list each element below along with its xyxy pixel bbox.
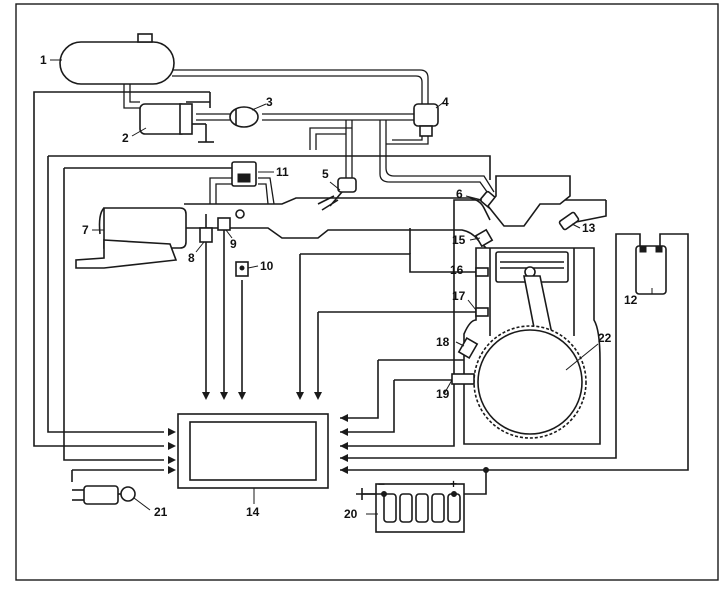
label-16: 16: [450, 263, 464, 277]
battery: − +: [361, 477, 465, 533]
diagnostic-connector: [72, 485, 136, 505]
ignition-coil: [635, 245, 667, 295]
outer-frame: [15, 3, 719, 581]
label-17: 17: [452, 289, 466, 303]
air-filter-housing: [75, 207, 187, 269]
pressure-sensor: [235, 261, 249, 277]
label-1: 1: [40, 53, 47, 67]
label-13: 13: [582, 221, 596, 235]
label-22: 22: [598, 331, 612, 345]
label-10: 10: [260, 259, 274, 273]
label-2: 2: [122, 131, 129, 145]
fuel-filter: [229, 106, 259, 128]
fuel-lines: [123, 69, 495, 197]
label-3: 3: [266, 95, 273, 109]
label-20: 20: [344, 507, 358, 521]
fuel-tank: [59, 33, 175, 85]
air-temperature-sensor: [199, 214, 213, 243]
label-9: 9: [230, 237, 237, 251]
battery-plus-sign: +: [450, 477, 457, 491]
throttle-switch: [217, 209, 245, 231]
label-11: 11: [276, 165, 289, 179]
label-8: 8: [188, 251, 195, 265]
label-6: 6: [456, 187, 463, 201]
pressure-regulator: [413, 103, 439, 137]
label-14: 14: [246, 505, 260, 519]
idle-air-valve: [231, 161, 257, 187]
cold-start-injector: [317, 177, 357, 211]
engine-block: [451, 175, 601, 445]
label-19: 19: [436, 387, 450, 401]
label-18: 18: [436, 335, 450, 349]
label-5: 5: [322, 167, 329, 181]
label-15: 15: [452, 233, 466, 247]
label-12: 12: [624, 293, 638, 307]
label-7: 7: [82, 223, 89, 237]
signal-arrows: [168, 392, 348, 474]
label-21: 21: [154, 505, 168, 519]
label-4: 4: [442, 95, 449, 109]
ecu: [177, 413, 329, 489]
battery-minus-sign: −: [378, 477, 385, 491]
fuel-pump: [139, 103, 214, 143]
callouts: 1 2 3 4 5 6 7 8 9 10 11 12 13 14 15 16 1…: [40, 53, 653, 521]
